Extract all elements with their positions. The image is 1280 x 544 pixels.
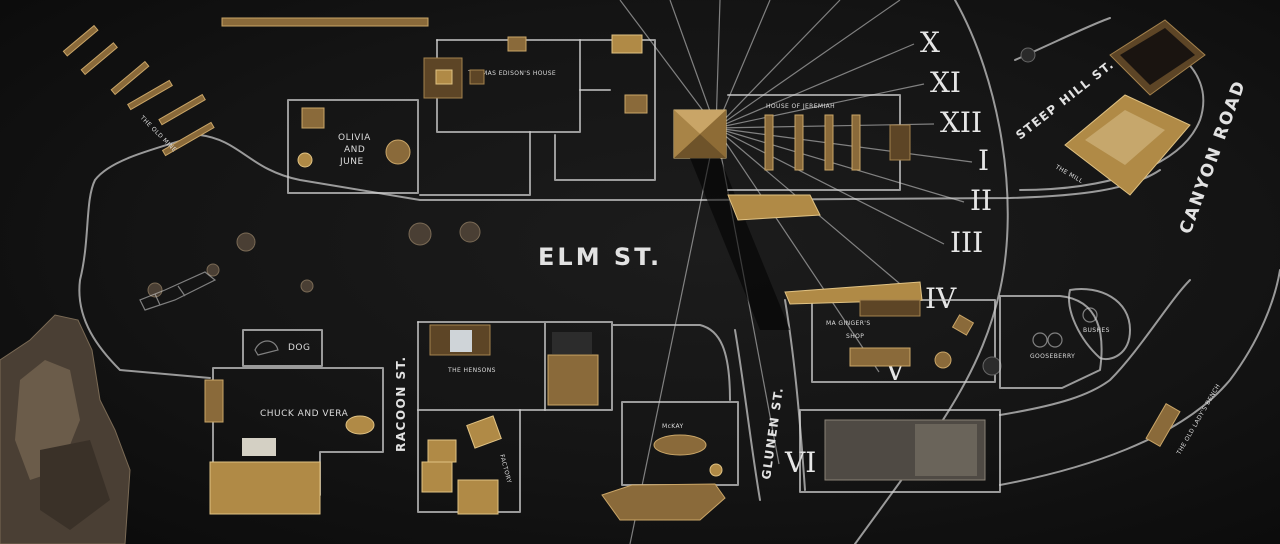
- sundial-gnomon-pyramid: [673, 109, 727, 159]
- sundial-ray: [619, 0, 717, 129]
- edison-device: [611, 34, 643, 54]
- town-boundary-road: [78, 134, 1161, 379]
- old-mine: THE OLD MINE: [62, 17, 429, 157]
- the-mill: THE MILL: [1053, 19, 1206, 196]
- sundial-numeral: I: [978, 144, 989, 177]
- sundial-hour-ray: [715, 43, 915, 129]
- thomas-edison-house: THOMAS EDISON'S HOUSE: [419, 34, 656, 196]
- sundial-numeral: XII: [940, 106, 982, 139]
- sundial-ray: [715, 0, 721, 129]
- olivia-and-june-house: OLIVIA AND JUNE: [287, 99, 419, 194]
- mckay-label: McKAY: [662, 423, 684, 430]
- elm-street-label: ELM ST.: [538, 243, 662, 271]
- mill-label: THE MILL: [1053, 163, 1084, 185]
- hensons-label: THE HENSONS: [447, 367, 496, 374]
- sundial-ray: [715, 0, 771, 129]
- canyon-road-lower-edge: [999, 269, 1280, 486]
- jeremiah-label: HOUSE OF JEREMIAH: [766, 103, 835, 110]
- sundial-hour-ray: [715, 127, 973, 163]
- sundial-rays: [619, 0, 973, 544]
- ma-gingers-shop: MA GINGER'S SHOP: [784, 281, 1002, 383]
- hopscotch: [139, 271, 217, 311]
- house-of-jeremiah: HOUSE OF JEREMIAH: [727, 94, 911, 221]
- sundial-ray: [669, 0, 717, 129]
- sundial-numeral: II: [970, 184, 992, 217]
- june-label: JUNE: [339, 157, 364, 167]
- sundial-ray: [715, 0, 901, 129]
- chuck-and-vera-house: CHUCK AND VERA: [204, 367, 384, 515]
- canyon-road-label: CANYON ROAD: [1176, 77, 1250, 237]
- sundial-numeral: IV: [925, 282, 957, 315]
- steep-hill-stone: [1020, 47, 1036, 63]
- dog-label: DOG: [288, 343, 311, 353]
- chuck-vera-furniture: [209, 461, 321, 515]
- ma-ginger-shop-label: SHOP: [846, 333, 864, 340]
- sundial-hour-ray: [715, 127, 965, 203]
- mine-beam: [221, 17, 429, 27]
- glunen-street-label: GLUNEN ST.: [759, 386, 786, 481]
- lower-right-house: [799, 409, 1001, 493]
- dog-pen: DOG: [242, 329, 323, 367]
- edison-label-line1: THOMAS EDISON'S HOUSE: [467, 70, 556, 77]
- sundial-ray: [715, 0, 841, 129]
- bushes-label: BUSHES: [1083, 327, 1110, 334]
- sundial-ray: [629, 127, 717, 544]
- the-hensons-house: THE HENSONS FACTORY: [417, 321, 731, 515]
- factory-label: FACTORY: [498, 454, 512, 485]
- hensons-bed: [547, 354, 599, 406]
- sundial-hour-ray: [715, 127, 880, 373]
- factory-machinery: [457, 479, 499, 515]
- jeremiah-cart: [727, 194, 821, 221]
- sundial-hour-ray: [715, 83, 925, 129]
- sundial-numeral: III: [950, 226, 983, 259]
- sundial-numeral: X: [920, 26, 940, 59]
- rocky-cliff: [0, 314, 131, 544]
- gooseberry-label: GOOSEBERRY: [1030, 353, 1075, 360]
- sundial-numeral: XI: [930, 66, 961, 99]
- olivia-label: OLIVIA: [338, 133, 371, 143]
- and-label: AND: [344, 145, 365, 155]
- gnomon-shadow: [690, 158, 790, 330]
- ma-ginger-label: MA GINGER'S: [826, 320, 871, 327]
- chuck-vera-label: CHUCK AND VERA: [260, 409, 349, 419]
- mckay-house: McKAY: [601, 401, 739, 521]
- sundial-hour-ray: [715, 127, 945, 245]
- scattered-stones: [147, 221, 481, 298]
- mckay-porch: [601, 483, 726, 521]
- racoon-street-label: RACOON ST.: [394, 355, 408, 452]
- gooseberry-bushes: GOOSEBERRY BUSHES: [999, 288, 1131, 389]
- ma-ginger-awning: [784, 281, 923, 305]
- glunen-street-edge: [734, 299, 806, 501]
